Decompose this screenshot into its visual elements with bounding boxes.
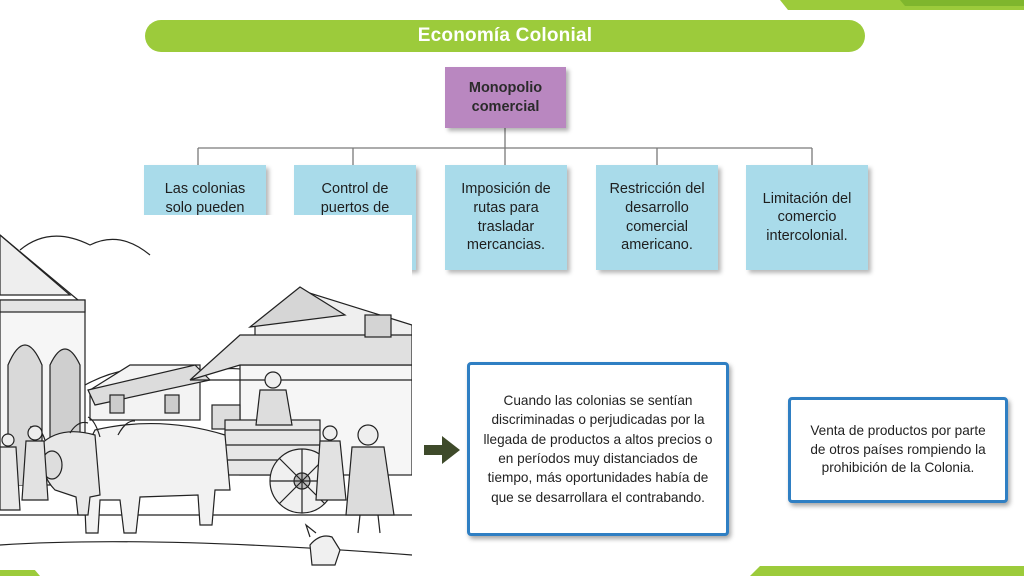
root-node-monopolio: Monopolio comercial (445, 67, 566, 128)
branch-node-4: Restricción del desarrollo comercial ame… (596, 165, 718, 270)
contraband-explanation-box: Cuando las colonias se sentían discrimin… (467, 362, 729, 536)
right-arrow-icon (424, 436, 460, 464)
branch-node-5: Limitación del comercio intercolonial. (746, 165, 868, 270)
branch-node-3: Imposición de rutas para trasladar merca… (445, 165, 567, 270)
corner-decoration-top-right (780, 0, 1024, 10)
colonial-street-illustration (0, 215, 412, 570)
corner-decoration-bottom-right (750, 566, 1024, 576)
page-title: Economía Colonial (145, 20, 865, 52)
contraband-definition-box: Venta de productos por parte de otros pa… (788, 397, 1008, 503)
corner-decoration-bottom-left (0, 569, 40, 576)
